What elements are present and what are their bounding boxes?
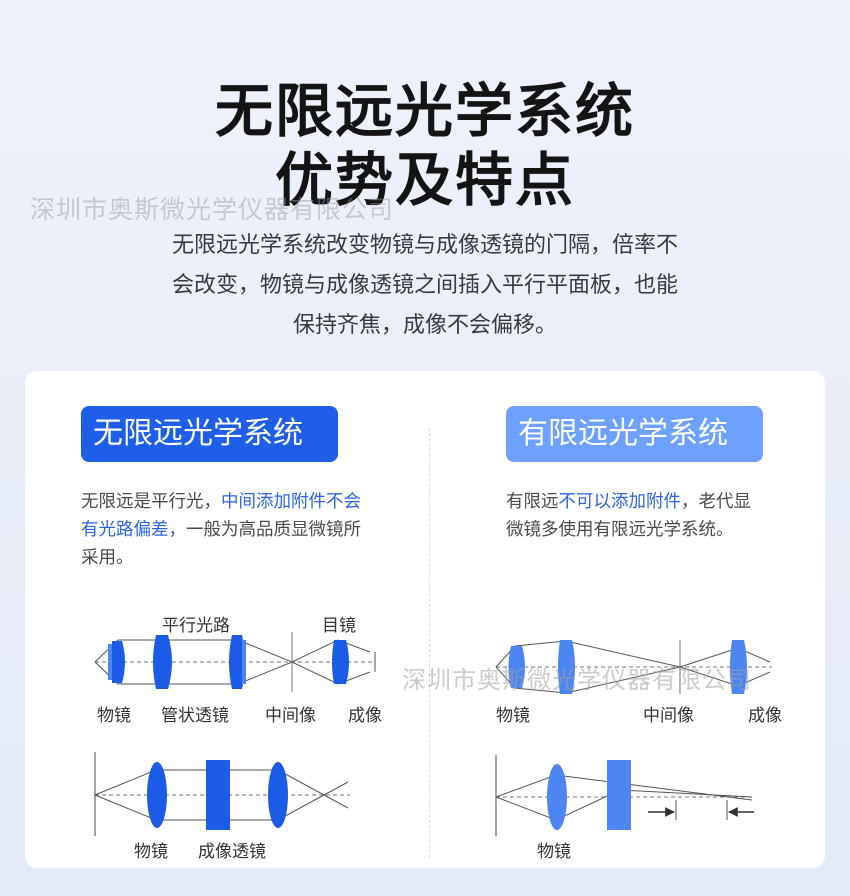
- parallel-plate-icon: [206, 760, 230, 830]
- label-image-right: 成像: [748, 706, 782, 726]
- page-subtitle: 优势及特点: [274, 146, 575, 214]
- infinity-system-diagram: [94, 632, 376, 692]
- page-title: 无限远光学系统: [214, 77, 635, 145]
- intro-line-3: 保持齐焦，成像不会偏移。: [292, 313, 557, 338]
- finite-desc-c: ，老代显微镜多使用有限远光学系统。: [506, 492, 751, 540]
- finite-offset-diagram: [495, 755, 755, 836]
- objective-lens-icon: [547, 764, 567, 830]
- infinity-desc-a: 无限远是平行光，: [81, 492, 221, 512]
- label-image: 成像: [348, 706, 382, 726]
- watermark-top: 深圳市奥斯微光学仪器有限公司: [30, 195, 395, 224]
- objective-lens-icon: [112, 641, 125, 683]
- finite-system-badge: 有限远光学系统: [506, 406, 763, 462]
- infinity-system-badge: 无限远光学系统: [81, 406, 338, 462]
- watermark-right: 深圳市奥斯微光学仪器有限公司: [402, 666, 752, 694]
- parallel-plate-icon: [607, 760, 631, 830]
- card-divider: [429, 428, 430, 858]
- tube-lens-icon: [153, 635, 172, 689]
- objective-lens-icon: [147, 762, 167, 828]
- finite-system-diagram: [495, 640, 772, 694]
- label-intermediate-image: 中间像: [265, 706, 316, 726]
- infinity-desc-highlight: 中间添加附件不会有光路偏差，: [81, 492, 361, 540]
- label-objective-2: 物镜: [134, 842, 168, 862]
- objective-lens-icon: [508, 646, 525, 688]
- finite-desc-highlight: 不可以添加附件: [558, 492, 682, 512]
- label-parallel-path: 平行光路: [162, 616, 230, 636]
- infinity-description: 无限远是平行光，中间添加附件不会有光路偏差，一般为高品质显微镜所采用。: [81, 488, 361, 572]
- label-tube-lens: 管状透镜: [161, 706, 229, 726]
- infinity-imaging-diagram: [94, 752, 350, 836]
- label-objective-right: 物镜: [496, 706, 530, 726]
- finite-desc-a: 有限远: [506, 492, 559, 512]
- imaging-lens-icon: [268, 762, 288, 828]
- intro-line-2: 会改变，物镜与成像透镜之间插入平行平面板，也能: [171, 273, 678, 298]
- eyepiece-lens-icon: [332, 640, 349, 684]
- infinity-desc-c: 一般为高品质显微镜所采用。: [81, 520, 361, 568]
- eyepiece-lens-icon: [730, 640, 747, 694]
- label-imaging-lens: 成像透镜: [198, 842, 266, 862]
- finite-description: 有限远不可以添加附件，老代显微镜多使用有限远光学系统。: [506, 488, 766, 544]
- intro-line-1: 无限远光学系统改变物镜与成像透镜的门隔，倍率不: [171, 233, 678, 258]
- label-intermediate-right: 中间像: [643, 706, 694, 726]
- label-objective: 物镜: [97, 706, 131, 726]
- label-objective-right-2: 物镜: [537, 842, 571, 862]
- label-eyepiece: 目镜: [322, 616, 356, 636]
